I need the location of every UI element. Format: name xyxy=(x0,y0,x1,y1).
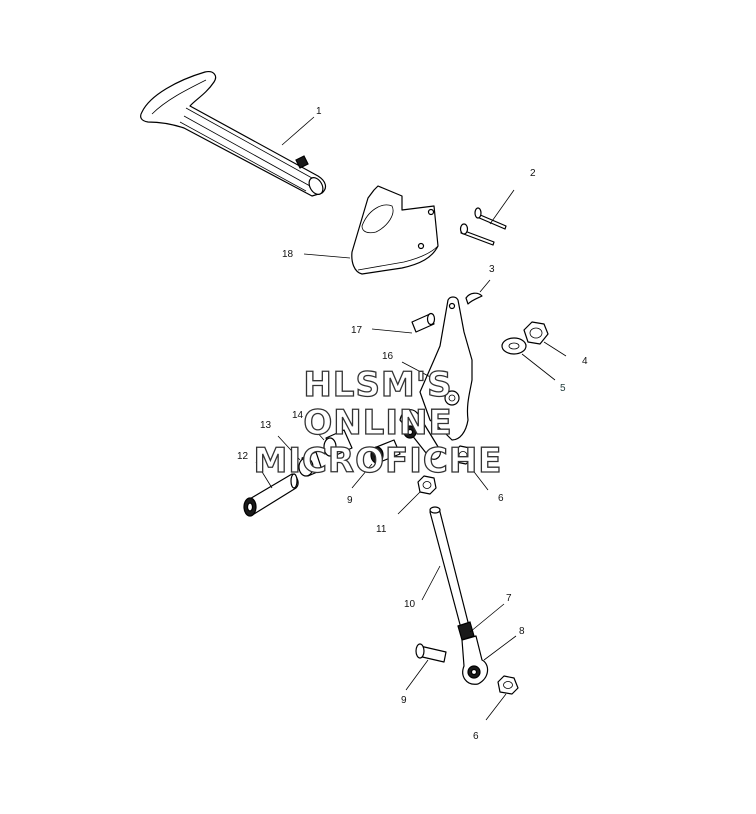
callout-11: 11 xyxy=(376,524,387,535)
callout-9-upper: 9 xyxy=(347,495,353,506)
cotter-pin xyxy=(465,292,483,305)
callout-1: 1 xyxy=(316,106,322,117)
callout-18: 18 xyxy=(282,249,294,260)
callout-16: 16 xyxy=(382,351,394,362)
leader-lines xyxy=(255,116,567,721)
bushing-lower xyxy=(298,451,323,477)
callout-9-lower: 9 xyxy=(401,695,407,706)
shoulder-bolt-lower xyxy=(415,643,447,663)
callout-6-lower: 6 xyxy=(473,731,479,742)
pivot-pin-small xyxy=(411,312,436,333)
callout-5: 5 xyxy=(560,383,566,394)
shift-arm xyxy=(399,409,441,460)
callout-6-upper: 6 xyxy=(498,493,504,504)
shoulder-bolt-upper xyxy=(370,439,401,464)
lock-nut-upper xyxy=(453,445,473,465)
callout-labels: 1 2 3 4 5 6 6 7 8 9 9 10 11 12 13 14 16 … xyxy=(237,106,588,742)
watermark-line-3: MICROFICHE xyxy=(253,441,502,481)
callout-2: 2 xyxy=(530,168,536,179)
clevis-pins xyxy=(459,207,507,246)
callout-3: 3 xyxy=(489,264,495,275)
flat-washer xyxy=(501,337,527,355)
callout-7: 7 xyxy=(506,593,512,604)
mounting-plate xyxy=(419,296,473,441)
callout-14: 14 xyxy=(292,410,304,421)
watermark: HLSM'S ONLINE MICROFICHE xyxy=(253,364,502,481)
hex-nut-upper xyxy=(523,321,549,345)
callout-10: 10 xyxy=(404,599,416,610)
pivot-sleeve xyxy=(243,473,299,517)
watermark-line-2: ONLINE xyxy=(303,403,452,443)
callout-12: 12 xyxy=(237,451,249,462)
watermark-line-1: HLSM'S xyxy=(303,365,452,405)
callout-13: 13 xyxy=(260,420,272,431)
rod-end xyxy=(461,635,489,685)
lock-nut-lower xyxy=(497,675,519,695)
shift-rod xyxy=(429,506,471,633)
lever-bracket-plate xyxy=(351,185,439,275)
callout-17: 17 xyxy=(351,325,363,336)
bushing-upper xyxy=(323,429,353,457)
callout-4: 4 xyxy=(582,356,588,367)
callout-8: 8 xyxy=(519,626,525,637)
shift-lever-handle xyxy=(140,71,327,197)
